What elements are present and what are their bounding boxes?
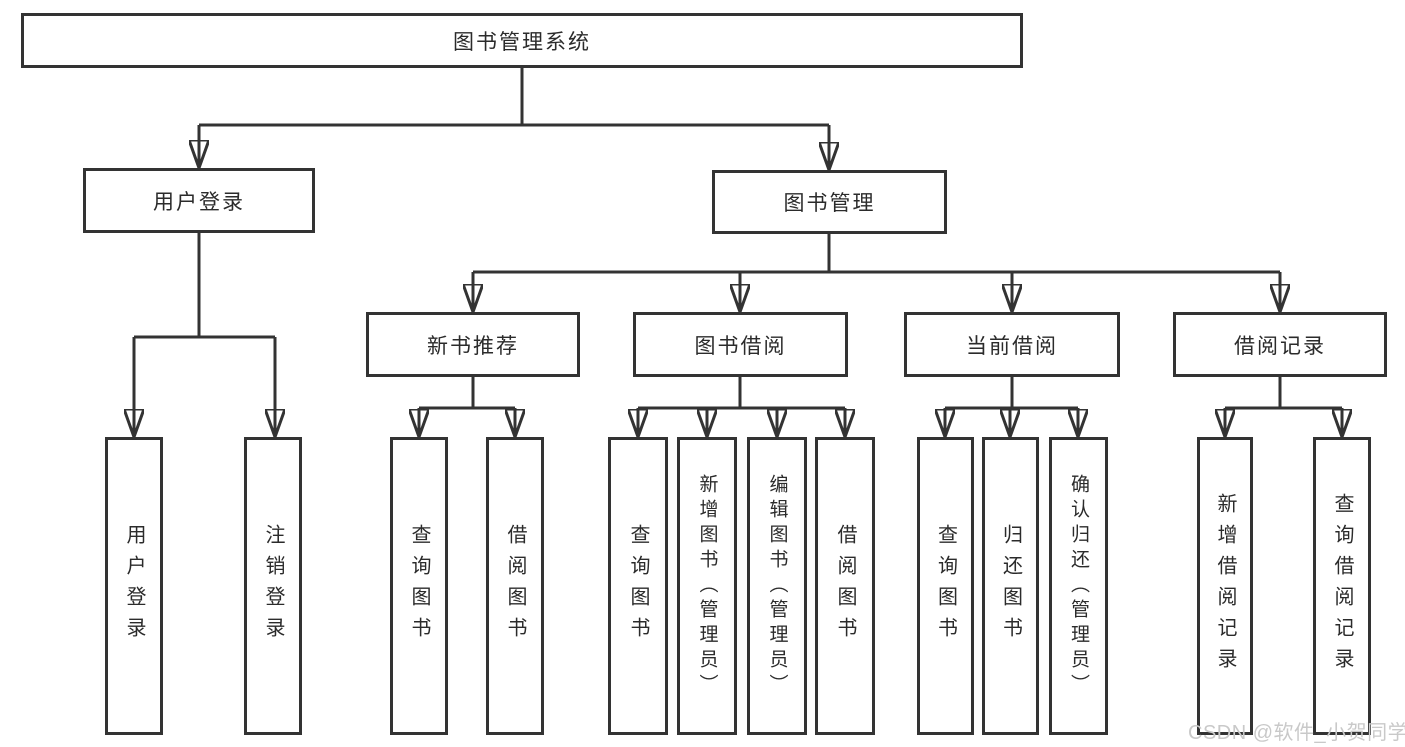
connector-new-book-recommendation-to-children: [419, 377, 515, 437]
node-query-borrow-record: 查询借阅记录: [1313, 437, 1371, 735]
node-borrowing-records: 借阅记录: [1173, 312, 1387, 377]
connector-current-borrowing-to-children: [945, 377, 1078, 437]
node-query-books-borrowing: 查询图书: [608, 437, 668, 735]
connector-user-login-to-children: [134, 233, 275, 437]
csdn-watermark: CSDN @软件_小贺同学: [1188, 722, 1405, 744]
connector-book-borrowing-to-children: [638, 377, 845, 437]
node-edit-book-admin: 编辑图书（管理员）: [747, 437, 807, 735]
node-user-login: 用户登录: [83, 168, 315, 233]
node-borrow-books-leaf: 借阅图书: [815, 437, 875, 735]
connector-root-to-level2: [199, 68, 829, 170]
node-book-management: 图书管理: [712, 170, 947, 234]
node-book-borrowing: 图书借阅: [633, 312, 848, 377]
node-add-borrow-record: 新增借阅记录: [1197, 437, 1253, 735]
node-library-management-system: 图书管理系统: [21, 13, 1023, 68]
node-query-books-current: 查询图书: [917, 437, 974, 735]
node-new-book-recommendation: 新书推荐: [366, 312, 580, 377]
node-logout: 注销登录: [244, 437, 302, 735]
node-add-book-admin: 新增图书（管理员）: [677, 437, 737, 735]
node-confirm-return-admin: 确认归还（管理员）: [1049, 437, 1108, 735]
connector-borrowing-records-to-children: [1225, 377, 1342, 437]
node-user-login-leaf: 用户登录: [105, 437, 163, 735]
node-current-borrowing: 当前借阅: [904, 312, 1120, 377]
connector-book-management-to-level3: [473, 234, 1280, 312]
node-query-books-recommend: 查询图书: [390, 437, 448, 735]
node-return-books: 归还图书: [982, 437, 1039, 735]
node-borrow-books-recommend: 借阅图书: [486, 437, 544, 735]
